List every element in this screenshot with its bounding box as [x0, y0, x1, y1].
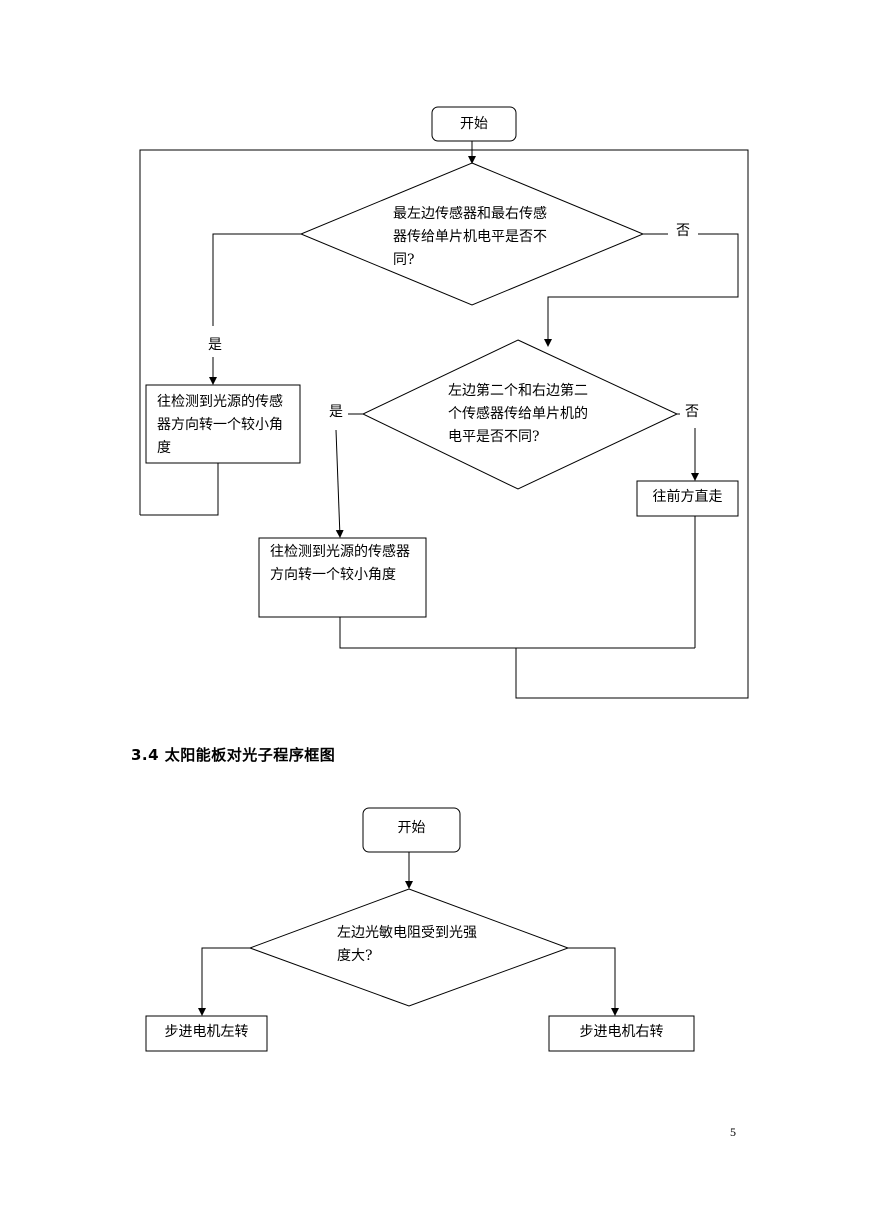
- section-heading: 3.4 太阳能板对光子程序框图: [131, 746, 336, 764]
- start-label-2: 开始: [397, 820, 426, 836]
- start-box-1: [431, 106, 517, 142]
- mid-action-text: 往检测到光源的传感器方向转一个较小角度: [270, 544, 410, 583]
- decision-1-no-label: 否: [676, 223, 690, 239]
- left-turn-text: 步进电机左转: [164, 1024, 249, 1040]
- left-action-box: [145, 384, 301, 464]
- page-number: 5: [730, 1125, 736, 1139]
- left-action-text: 往检测到光源的传感器方向转一个较小角度: [157, 394, 283, 456]
- right-turn-box: [548, 1015, 695, 1052]
- decision-2-no-label: 否: [685, 404, 699, 420]
- decision-3-shape: [248, 888, 570, 1007]
- left-turn-box: [145, 1015, 268, 1052]
- decision-2-text: 左边第二个和右边第二个传感器传给单片机的电平是否不同?: [448, 383, 588, 445]
- decision-2-shape: [361, 339, 679, 490]
- decision-1-yes-label: 是: [208, 337, 222, 353]
- decision-1-text: 最左边传感器和最右传感器传给单片机电平是否不同?: [393, 206, 547, 268]
- right-turn-text: 步进电机右转: [579, 1024, 664, 1040]
- mid-action-box: [258, 537, 427, 618]
- straight-action-box: [636, 480, 739, 517]
- decision-3-text: 左边光敏电阻受到光强度大?: [337, 925, 477, 964]
- decision-2-yes-label: 是: [329, 404, 343, 420]
- start-box-2: [362, 807, 461, 853]
- decision-1-shape: [299, 162, 645, 306]
- straight-action-text: 往前方直走: [652, 489, 723, 505]
- start-label-1: 开始: [460, 116, 488, 132]
